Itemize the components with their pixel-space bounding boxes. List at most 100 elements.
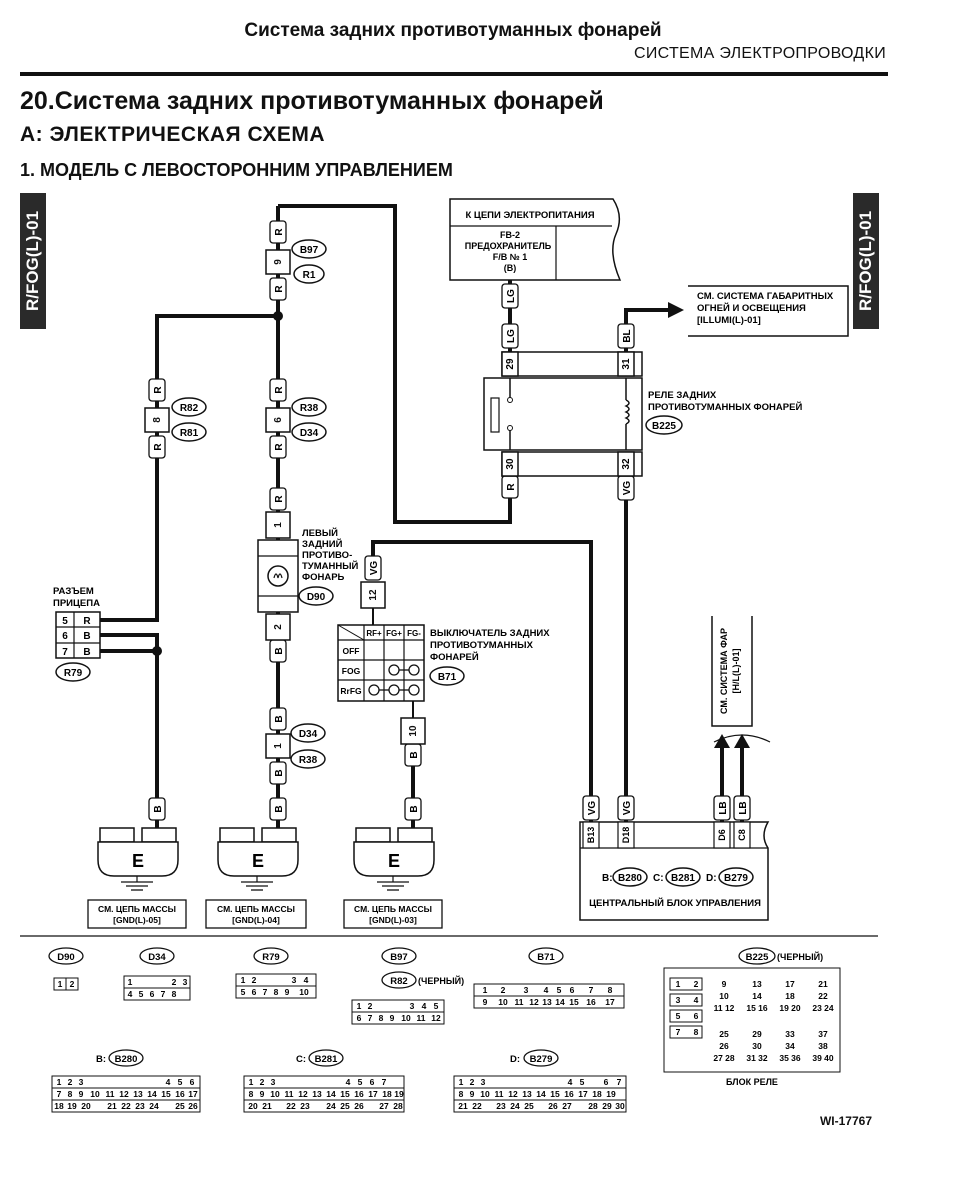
svg-text:11: 11	[515, 997, 524, 1007]
svg-text:R82: R82	[390, 976, 407, 987]
svg-text:B: B	[274, 805, 285, 812]
svg-text:14: 14	[536, 1089, 546, 1099]
svg-text:10: 10	[498, 997, 508, 1007]
svg-text:2: 2	[68, 1077, 73, 1087]
ground-left: E СМ. ЦЕПЬ МАССЫ [GND(L)-05]	[87, 827, 187, 929]
svg-text:6: 6	[150, 989, 155, 999]
svg-text:(ЧЕРНЫЙ): (ЧЕРНЫЙ)	[418, 975, 464, 986]
svg-text:18: 18	[785, 991, 795, 1001]
svg-text:1: 1	[459, 1077, 464, 1087]
svg-text:D:: D:	[510, 1054, 520, 1065]
svg-text:6: 6	[570, 985, 575, 995]
callout-r38: R38	[291, 397, 327, 417]
svg-text:FOG: FOG	[342, 666, 361, 676]
svg-text:B: B	[409, 751, 420, 758]
svg-text:B280: B280	[115, 1054, 138, 1065]
svg-text:ТУМАННЫЙ: ТУМАННЫЙ	[302, 560, 359, 572]
tag-b-2: B	[269, 707, 287, 731]
svg-text:D90: D90	[57, 952, 74, 963]
svg-text:[H/L(L)-01]: [H/L(L)-01]	[731, 649, 741, 694]
fog-switch: RF+ FG+ FG- OFF FOG RrFG ВЫКЛЮЧАТЕЛЬ ЗАД…	[337, 608, 550, 718]
callout-d34-b: D34	[290, 723, 326, 743]
svg-text:26: 26	[719, 1041, 729, 1051]
svg-text:18: 18	[54, 1101, 64, 1111]
svg-text:5: 5	[178, 1077, 183, 1087]
svg-text:3: 3	[410, 1001, 415, 1011]
svg-text:15: 15	[340, 1089, 350, 1099]
tag-b-7: B	[404, 797, 422, 821]
svg-text:LG: LG	[506, 289, 517, 303]
svg-text:17: 17	[368, 1089, 378, 1099]
svg-text:22: 22	[472, 1101, 482, 1111]
svg-text:1: 1	[676, 979, 681, 989]
svg-text:34: 34	[785, 1041, 795, 1051]
side-tab-left: R/FOG(L)-01	[20, 193, 46, 329]
svg-text:10: 10	[401, 1013, 411, 1023]
callout-r79: R79	[55, 662, 91, 682]
svg-text:9: 9	[273, 259, 284, 265]
wire-fuse-feed	[278, 204, 512, 524]
svg-text:VG: VG	[369, 561, 380, 576]
svg-text:11: 11	[495, 1089, 504, 1099]
tag-b-3: B	[269, 761, 287, 785]
wire-trailer-feed	[100, 314, 278, 622]
svg-text:C8: C8	[737, 829, 747, 841]
tag-b-1: B	[269, 639, 287, 663]
svg-text:2: 2	[470, 1077, 475, 1087]
tag-r-6: R	[269, 435, 287, 459]
svg-text:31: 31	[621, 358, 632, 370]
svg-text:30: 30	[505, 458, 516, 470]
svg-text:17: 17	[605, 997, 615, 1007]
svg-text:C:: C:	[653, 873, 664, 884]
splice-dot-ground	[152, 646, 162, 656]
fog-lamp: ЛЕВЫЙ ЗАДНИЙ ПРОТИВО- ТУМАННЫЙ ФОНАРЬ	[257, 527, 359, 613]
svg-text:R38: R38	[299, 755, 318, 766]
svg-text:9: 9	[285, 987, 290, 997]
svg-text:9: 9	[260, 1089, 265, 1099]
svg-text:12: 12	[431, 1013, 441, 1023]
svg-text:РАЗЪЕМ: РАЗЪЕМ	[53, 586, 94, 597]
svg-text:C:: C:	[296, 1054, 306, 1065]
svg-text:VG: VG	[622, 481, 633, 496]
svg-text:7: 7	[589, 985, 594, 995]
svg-text:R82: R82	[180, 403, 199, 414]
svg-text:10: 10	[270, 1089, 280, 1099]
svg-text:6: 6	[62, 631, 68, 642]
svg-text:8: 8	[379, 1013, 384, 1023]
svg-text:B13: B13	[586, 827, 596, 844]
svg-text:10: 10	[299, 987, 309, 997]
svg-text:RF+: RF+	[366, 629, 382, 638]
svg-text:D34: D34	[300, 428, 319, 439]
svg-text:6: 6	[604, 1077, 609, 1087]
callout-d90: D90	[298, 586, 334, 606]
svg-text:14: 14	[147, 1089, 157, 1099]
svg-text:R1: R1	[303, 270, 316, 281]
svg-text:2: 2	[252, 975, 257, 985]
subsection-a: A: ЭЛЕКТРИЧЕСКАЯ СХЕМА	[20, 123, 326, 146]
svg-text:15 16: 15 16	[746, 1003, 768, 1013]
svg-text:СМ. СИСТЕМА ГАБАРИТНЫХ: СМ. СИСТЕМА ГАБАРИТНЫХ	[697, 291, 834, 302]
ecu-box: B13 D18 D6 C8 B: B280 C: B281 D: B279 ЦЕ…	[579, 821, 770, 921]
svg-text:D90: D90	[307, 592, 326, 603]
svg-text:16: 16	[564, 1089, 574, 1099]
svg-text:37: 37	[818, 1029, 828, 1039]
svg-text:14: 14	[555, 997, 565, 1007]
svg-text:30: 30	[752, 1041, 762, 1051]
svg-text:19: 19	[606, 1089, 616, 1099]
svg-text:RrFG: RrFG	[340, 686, 362, 696]
tag-vg-4: VG	[617, 795, 635, 821]
tag-r-7: R	[269, 487, 287, 511]
svg-text:20: 20	[248, 1101, 258, 1111]
svg-text:8: 8	[152, 417, 163, 423]
svg-text:E: E	[132, 851, 144, 871]
side-tab-right: R/FOG(L)-01	[853, 193, 879, 329]
svg-text:27: 27	[379, 1101, 389, 1111]
tag-vg-1: VG	[617, 475, 635, 501]
wire-tags: R R R R R R R R LG LG BL VG VG VG VG B B…	[148, 220, 751, 821]
tag-r-5: R	[269, 378, 287, 402]
svg-text:10: 10	[90, 1089, 100, 1099]
svg-text:7: 7	[368, 1013, 373, 1023]
svg-text:1: 1	[273, 522, 284, 528]
svg-text:26: 26	[354, 1101, 364, 1111]
svg-text:3: 3	[524, 985, 529, 995]
